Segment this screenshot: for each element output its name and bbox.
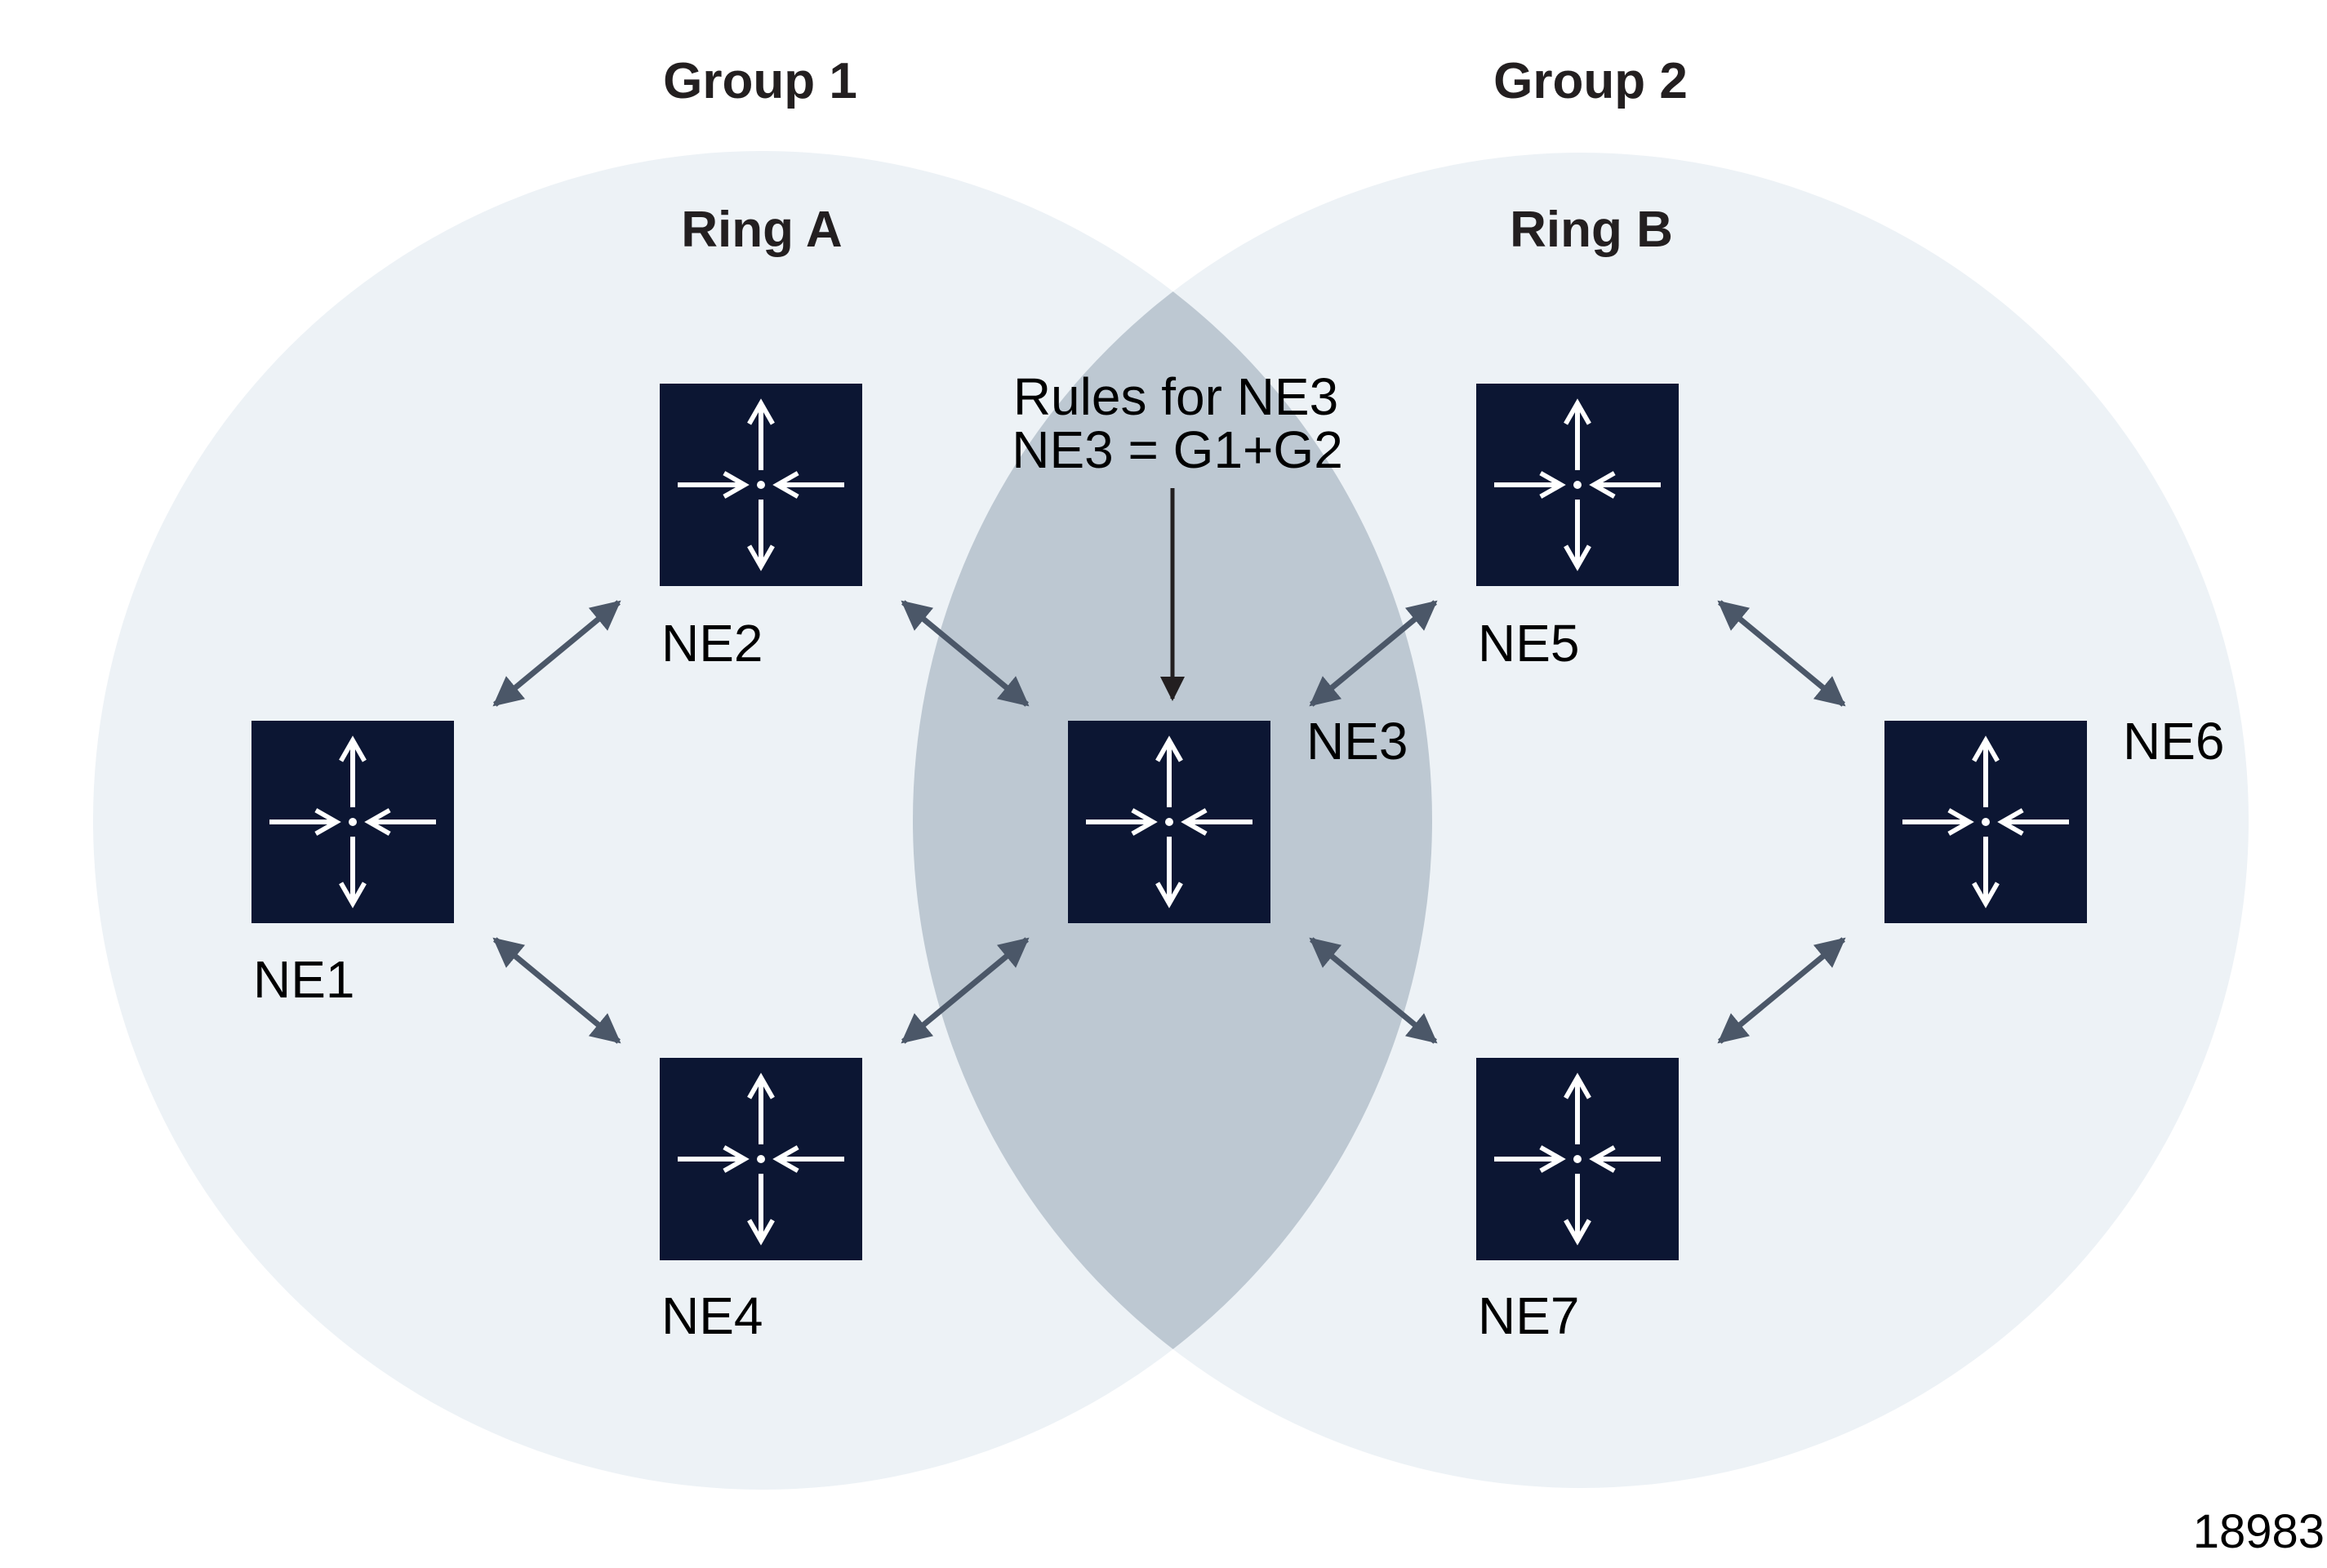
callout-line-2: NE3 = G1+G2 [1012,420,1343,479]
node-ne4: NE4 [660,1058,862,1345]
link-ne1-ne2 [492,600,621,707]
ring-b-title: Ring B [1510,202,1673,258]
node-ne5: NE5 [1476,384,1679,673]
router-icon [678,1073,844,1246]
link-ne5-ne6 [1717,600,1846,707]
router-icon [1494,1073,1661,1246]
node-label: NE1 [253,950,355,1009]
node-ne2: NE2 [660,384,862,673]
links-layer [492,600,1846,1044]
link-ne7-ne6 [1717,937,1846,1044]
ring-a-title: Ring A [681,202,842,258]
node-label: NE7 [1478,1286,1580,1345]
link-ne4-ne3 [901,937,1030,1044]
node-label: NE5 [1478,614,1580,673]
router-icon [1494,398,1661,571]
ring-overlap-region [913,153,1432,1488]
group-2-title: Group 2 [1493,53,1688,109]
group-1-title: Group 1 [663,53,857,109]
node-label: NE6 [2123,712,2225,771]
figure-id: 18983 [2193,1505,2325,1558]
router-icon [1086,735,1252,908]
link-ne3-ne5 [1309,600,1438,707]
callout-line-1: Rules for NE3 [1013,367,1338,426]
router-icon [678,398,844,571]
link-ne2-ne3 [901,600,1030,707]
node-label: NE2 [661,614,763,673]
node-label: NE3 [1306,712,1408,771]
router-icon [1902,735,2069,908]
router-icon [269,735,436,908]
node-ne7: NE7 [1476,1058,1679,1345]
node-label: NE4 [661,1286,763,1345]
link-ne3-ne7 [1309,937,1438,1044]
node-ne6: NE6 [1884,712,2225,923]
node-ne1: NE1 [251,721,454,1009]
node-ne3: NE3 [1068,712,1408,923]
link-ne1-ne4 [492,937,621,1044]
